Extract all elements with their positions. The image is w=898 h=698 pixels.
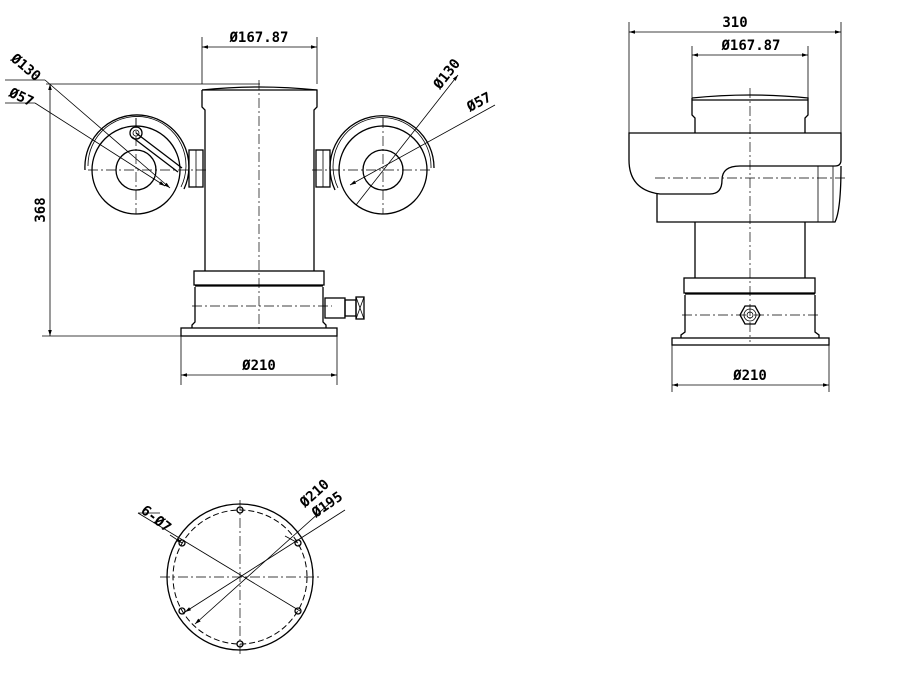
front-top-diameter-label: Ø167.87 xyxy=(228,30,288,46)
right-window-diameter-label: Ø57 xyxy=(463,90,494,116)
front-view: Ø167.87 368 Ø210 xyxy=(5,30,496,385)
right-housing-diameter-label: Ø130 xyxy=(430,56,464,93)
nut xyxy=(739,305,761,325)
left-window-diameter-label: Ø57 xyxy=(5,85,36,111)
pan-tilt-head xyxy=(628,132,842,195)
front-height-label: 368 xyxy=(33,197,49,222)
cable-gland xyxy=(324,296,365,320)
left-housing-diameter-label: Ø130 xyxy=(7,50,44,85)
side-base-diameter-label: Ø210 xyxy=(732,368,767,384)
right-camera-housing: Ø130 Ø57 xyxy=(312,56,496,215)
bottom-view: 6-Ø7 Ø210 Ø195 xyxy=(138,477,346,655)
side-width-label: 310 xyxy=(722,15,747,31)
base-plate xyxy=(180,327,338,337)
side-top-diameter-label: Ø167.87 xyxy=(720,38,780,54)
base-ring xyxy=(193,270,325,286)
holes-label: 6-Ø7 xyxy=(138,503,174,536)
side-view: 310 Ø167.87 Ø210 xyxy=(628,15,845,392)
left-camera-housing: Ø130 Ø57 xyxy=(5,50,206,215)
main-housing xyxy=(201,86,318,271)
front-base-diameter-label: Ø210 xyxy=(241,358,276,374)
